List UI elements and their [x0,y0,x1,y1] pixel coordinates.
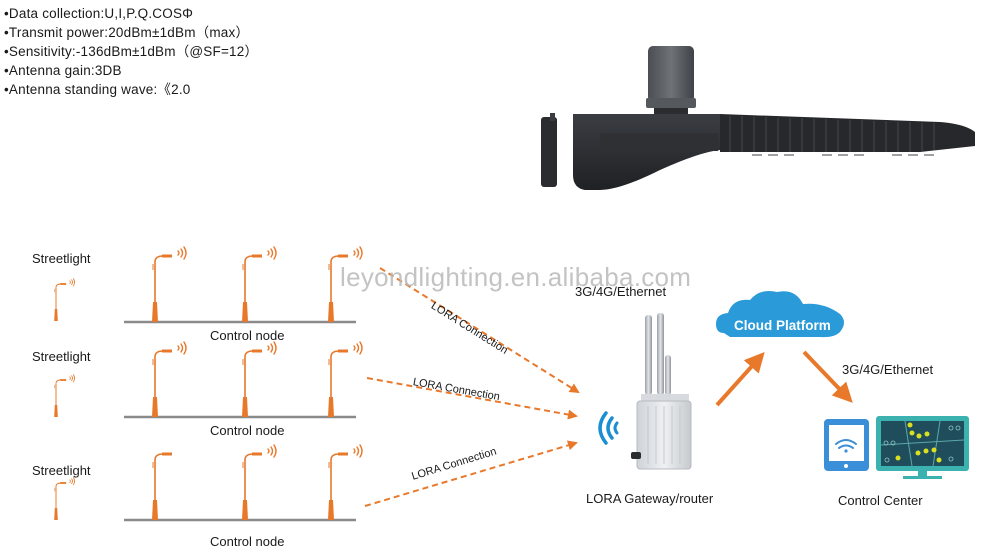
photocell-sensor [648,46,694,102]
signal-icon [353,341,363,355]
row-3-streetlight-icon-2 [242,444,277,520]
signal-icon [267,246,277,260]
lora-link-1 [379,267,580,394]
signal-icon [177,341,187,355]
row-2-control-node-label: Control node [210,423,285,438]
signal-icon [69,477,76,486]
row-1-control-node-label: Control node [210,328,285,343]
lamp-heatsink [720,114,975,152]
signal-icon [353,246,363,260]
lora-link-3 [364,440,578,507]
streetlight-product-image [541,46,975,190]
downlink-arrow [802,350,853,403]
signal-icon [353,444,363,458]
gateway-label: LORA Gateway/router [586,491,714,506]
row-2-streetlight-icon-3 [328,341,363,417]
row-2-legend-streetlight-icon [54,374,76,417]
lora-gateway-device [631,313,692,470]
cloud-platform-label: Cloud Platform [734,318,831,333]
row-2-streetlight-icon-1 [152,341,187,417]
row-1-legend-streetlight-icon [54,278,76,321]
row-3-streetlight-label: Streetlight [32,463,91,478]
wireless-signal-icon [598,411,619,445]
control-center-label: Control Center [838,493,923,508]
lamps-layer [54,246,363,520]
tablet-icon [824,419,869,471]
row-1-streetlight-icon-1 [152,246,187,322]
signal-icon [177,246,187,260]
mount-clamp [541,117,557,187]
gateway-uplink-label: 3G/4G/Ethernet [575,284,667,299]
spec-list: •Data collection:U,I,P.Q.COSΦ •Transmit … [4,4,258,99]
spec-antenna-gain: •Antenna gain:3DB [4,63,122,78]
lamp-housing [573,114,720,190]
spec-transmit-power: •Transmit power:20dBm±1dBm（max） [4,25,250,40]
row-3-legend-streetlight-icon [54,477,76,520]
cloud-downlink-label: 3G/4G/Ethernet [842,362,934,377]
row-3-control-node-label: Control node [210,534,285,549]
antenna [665,355,671,395]
antenna [657,313,664,395]
watermark: leyondlighting.en.alibaba.com [340,262,692,292]
uplink-arrow [715,352,765,407]
signal-icon [69,374,76,383]
row-3-streetlight-icon-1 [152,452,172,520]
row-1-streetlight-icon-2 [242,246,277,322]
spec-sensitivity: •Sensitivity:-136dBm±1dBm（@SF=12） [4,44,259,59]
row-2-streetlight-label: Streetlight [32,349,91,364]
monitor-icon [876,416,969,479]
signal-icon [267,341,277,355]
spec-data-collection: •Data collection:U,I,P.Q.COSΦ [4,6,194,21]
antenna [645,315,652,395]
lora-link-2 [366,377,578,420]
cloud-platform-icon [716,291,844,338]
signal-icon [69,278,76,287]
row-1-streetlight-label: Streetlight [32,251,91,266]
row-3-streetlight-icon-3 [328,444,363,520]
row-2-streetlight-icon-2 [242,341,277,417]
row-1-streetlight-icon-3 [328,246,363,322]
spec-standing-wave: •Antenna standing wave:《2.0 [4,82,191,97]
signal-icon [267,444,277,458]
